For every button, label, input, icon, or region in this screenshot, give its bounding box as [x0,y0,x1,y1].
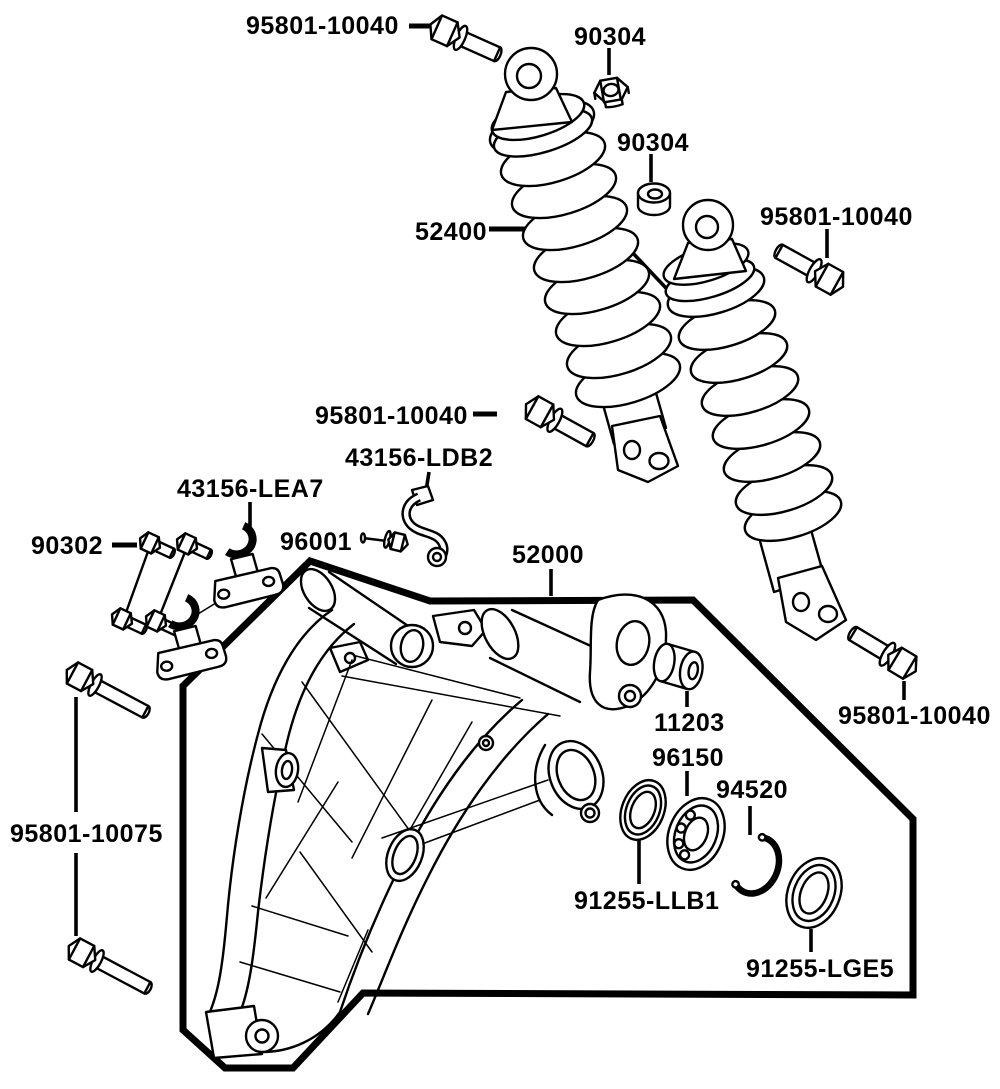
seal-inner-drawing [619,779,667,841]
label-bolt-small: 96001 [280,528,352,556]
bolt-lower-right-drawing [842,619,924,684]
label-nut-lower: 90304 [617,129,689,157]
bolt-upper-right-drawing [768,237,851,300]
label-bushing: 11203 [654,709,725,737]
seal-outer-drawing [785,857,843,929]
bushing-drawing [652,642,704,691]
label-bolt-middle: 95801-10040 [315,402,468,430]
hanger-lower-drawing [150,594,228,680]
bolt-long-bottom-drawing [61,934,158,1002]
label-hanger-bracket: 43156-LEA7 [177,475,324,503]
detail-boundary-outline [179,557,917,1072]
label-bearing: 96150 [652,744,724,772]
shock-absorber-left-drawing [488,46,682,484]
label-shock-absorber: 52400 [415,218,487,246]
label-circlip: 94520 [716,776,788,804]
small-bolt-drawing [359,529,409,553]
label-swing-arm: 52000 [512,541,584,569]
nut-lower-drawing [636,182,672,217]
cable-guide-drawing [401,484,449,568]
link-bolts-drawing [107,528,217,642]
label-cable-guide: 43156-LDB2 [345,444,493,472]
shock-absorber-right-drawing [662,198,848,642]
label-nut-upper: 90304 [574,23,646,51]
swing-arm-drawing [204,567,668,1060]
part-labels: 95801-10040 90304 90304 52400 95801-1004… [10,12,991,983]
label-bolt-upper-left: 95801-10040 [246,12,399,40]
label-bolt-lower-right: 95801-10040 [838,702,991,730]
label-link-bolt: 90302 [31,532,103,560]
bolt-upper-left-drawing [423,11,507,69]
leader-lines [74,23,906,952]
label-bolt-long: 95801-10075 [10,820,163,848]
label-oil-seal-outer: 91255-LGE5 [746,955,894,983]
label-oil-seal-inner: 91255-LLB1 [574,887,719,915]
circlip-drawing [731,832,783,897]
bearing-drawing [666,797,726,871]
hanger-upper-drawing [207,522,285,608]
label-bolt-upper-right: 95801-10040 [760,203,913,231]
nut-upper-drawing [593,76,630,109]
